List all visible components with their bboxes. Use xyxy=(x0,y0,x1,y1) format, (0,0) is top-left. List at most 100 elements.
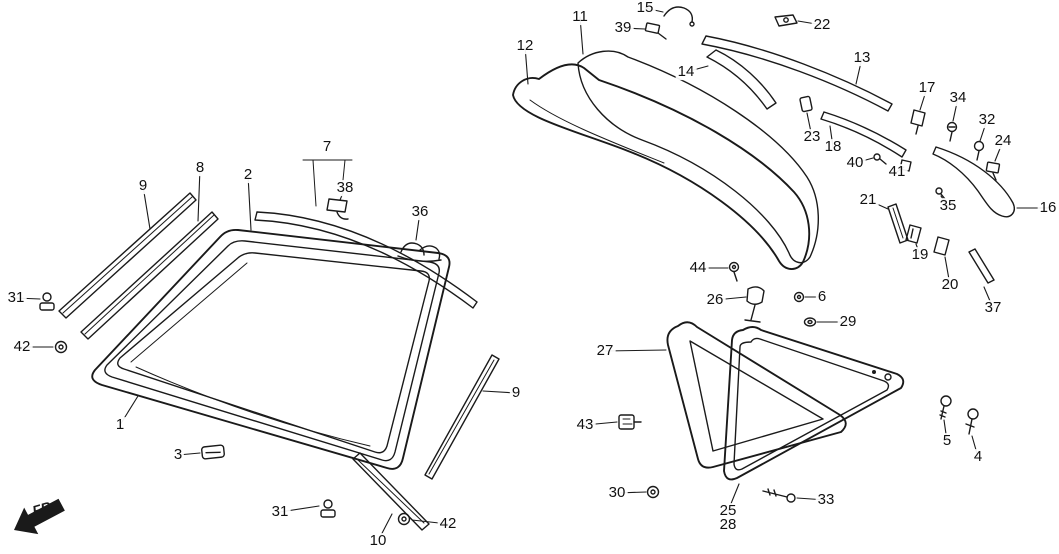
molding-strip-9-left xyxy=(58,192,197,319)
clip-20 xyxy=(933,236,950,256)
fr-direction-arrow xyxy=(14,498,65,535)
fr-label: FR. xyxy=(30,497,56,519)
clip-38 xyxy=(326,198,349,220)
strip-14 xyxy=(706,49,777,110)
fastener-44 xyxy=(728,261,740,282)
clip-19 xyxy=(905,224,922,244)
clip-40 xyxy=(873,153,887,165)
screw-34 xyxy=(946,121,958,142)
clip-24 xyxy=(985,161,1001,181)
strip-21-line xyxy=(892,207,904,239)
callout-21: 21 xyxy=(857,191,879,209)
callout-19: 19 xyxy=(909,246,931,264)
upper-molding-7 xyxy=(254,211,478,309)
leader-line-8 xyxy=(197,167,201,222)
callout-9: 9 xyxy=(509,384,523,402)
callout-22: 22 xyxy=(811,16,833,34)
hook-15 xyxy=(663,6,694,23)
lower-molding-10-line xyxy=(357,459,425,524)
windshield-glass-contour xyxy=(130,262,371,447)
callout-31: 31 xyxy=(269,503,291,521)
clip-17 xyxy=(910,109,926,135)
callout-29: 29 xyxy=(837,313,859,331)
molding-strip-9-left-line xyxy=(62,196,193,314)
callout-26: 26 xyxy=(704,291,726,309)
grommet-29 xyxy=(803,317,817,327)
callout-9: 9 xyxy=(136,177,150,195)
callout-2: 2 xyxy=(241,166,255,184)
callout-23: 23 xyxy=(801,128,823,146)
fr-direction: FR. xyxy=(14,497,65,535)
molding-strip-8-line xyxy=(84,214,215,335)
rear-molding-group xyxy=(512,6,1015,284)
clip-3 xyxy=(201,444,225,460)
callout-6: 6 xyxy=(815,288,829,306)
callout-7: 7 xyxy=(320,138,334,156)
callout-18: 18 xyxy=(822,138,844,156)
callout-35: 35 xyxy=(937,197,959,215)
callout-25: 25 xyxy=(717,502,739,520)
clip-23 xyxy=(799,95,813,113)
molding-strip-9-right-line xyxy=(428,359,495,475)
callout-44: 44 xyxy=(687,259,709,277)
screw-33 xyxy=(762,488,796,503)
corner-molding-16 xyxy=(932,146,1015,218)
screw-5 xyxy=(939,395,952,420)
clip-36 xyxy=(397,242,442,263)
callout-16: 16 xyxy=(1037,199,1059,217)
rear-molding-12-contour xyxy=(529,99,665,164)
nut-6 xyxy=(793,291,805,303)
quarter-glass-25-28 xyxy=(723,326,905,481)
callout-12: 12 xyxy=(514,37,536,55)
callout-40: 40 xyxy=(844,154,866,172)
clip-39 xyxy=(644,22,667,40)
clip-31-left xyxy=(39,292,55,311)
callout-31: 31 xyxy=(5,289,27,307)
callout-36: 36 xyxy=(409,203,431,221)
callout-11: 11 xyxy=(570,8,590,26)
windshield-molding-outer xyxy=(91,228,451,470)
callout-30: 30 xyxy=(606,484,628,502)
leader-line-2 xyxy=(247,174,252,231)
callout-10: 10 xyxy=(367,532,389,550)
quarter-glass-inner-edge xyxy=(733,337,890,471)
callout-38: 38 xyxy=(334,179,356,197)
callout-42: 42 xyxy=(11,338,33,356)
clip-22 xyxy=(774,14,798,27)
bolt-4 xyxy=(965,408,979,435)
quarter-window-group xyxy=(618,261,979,503)
strip-18 xyxy=(820,111,907,158)
molding-strip-8 xyxy=(80,211,219,340)
clip-43 xyxy=(618,414,642,430)
quarter-seal-27-inner xyxy=(689,340,824,452)
callout-8: 8 xyxy=(193,159,207,177)
callout-15: 15 xyxy=(634,0,656,17)
callout-24: 24 xyxy=(992,132,1014,150)
callout-27: 27 xyxy=(594,342,616,360)
callout-28: 28 xyxy=(717,516,739,534)
callout-34: 34 xyxy=(947,89,969,107)
quarter-glass-hole xyxy=(884,373,892,381)
screw-32 xyxy=(973,140,985,161)
callout-37: 37 xyxy=(982,299,1004,317)
grommet-42-bottom xyxy=(397,512,411,526)
callout-13: 13 xyxy=(851,49,873,67)
callout-39: 39 xyxy=(612,19,634,37)
callout-41: 41 xyxy=(886,163,908,181)
grommet-30 xyxy=(646,485,660,499)
callout-33: 33 xyxy=(815,491,837,509)
grommet-42-left xyxy=(54,340,68,354)
callout-5: 5 xyxy=(940,432,954,450)
callout-1: 1 xyxy=(113,416,127,434)
callout-32: 32 xyxy=(976,111,998,129)
callout-4: 4 xyxy=(971,448,985,466)
strip-37 xyxy=(968,248,995,284)
windshield-glass xyxy=(117,252,431,454)
callout-17: 17 xyxy=(916,79,938,97)
rear-seal-11 xyxy=(577,50,819,264)
callout-14: 14 xyxy=(675,63,697,81)
lower-molding-10 xyxy=(352,452,430,531)
hook-15-end xyxy=(689,21,695,27)
